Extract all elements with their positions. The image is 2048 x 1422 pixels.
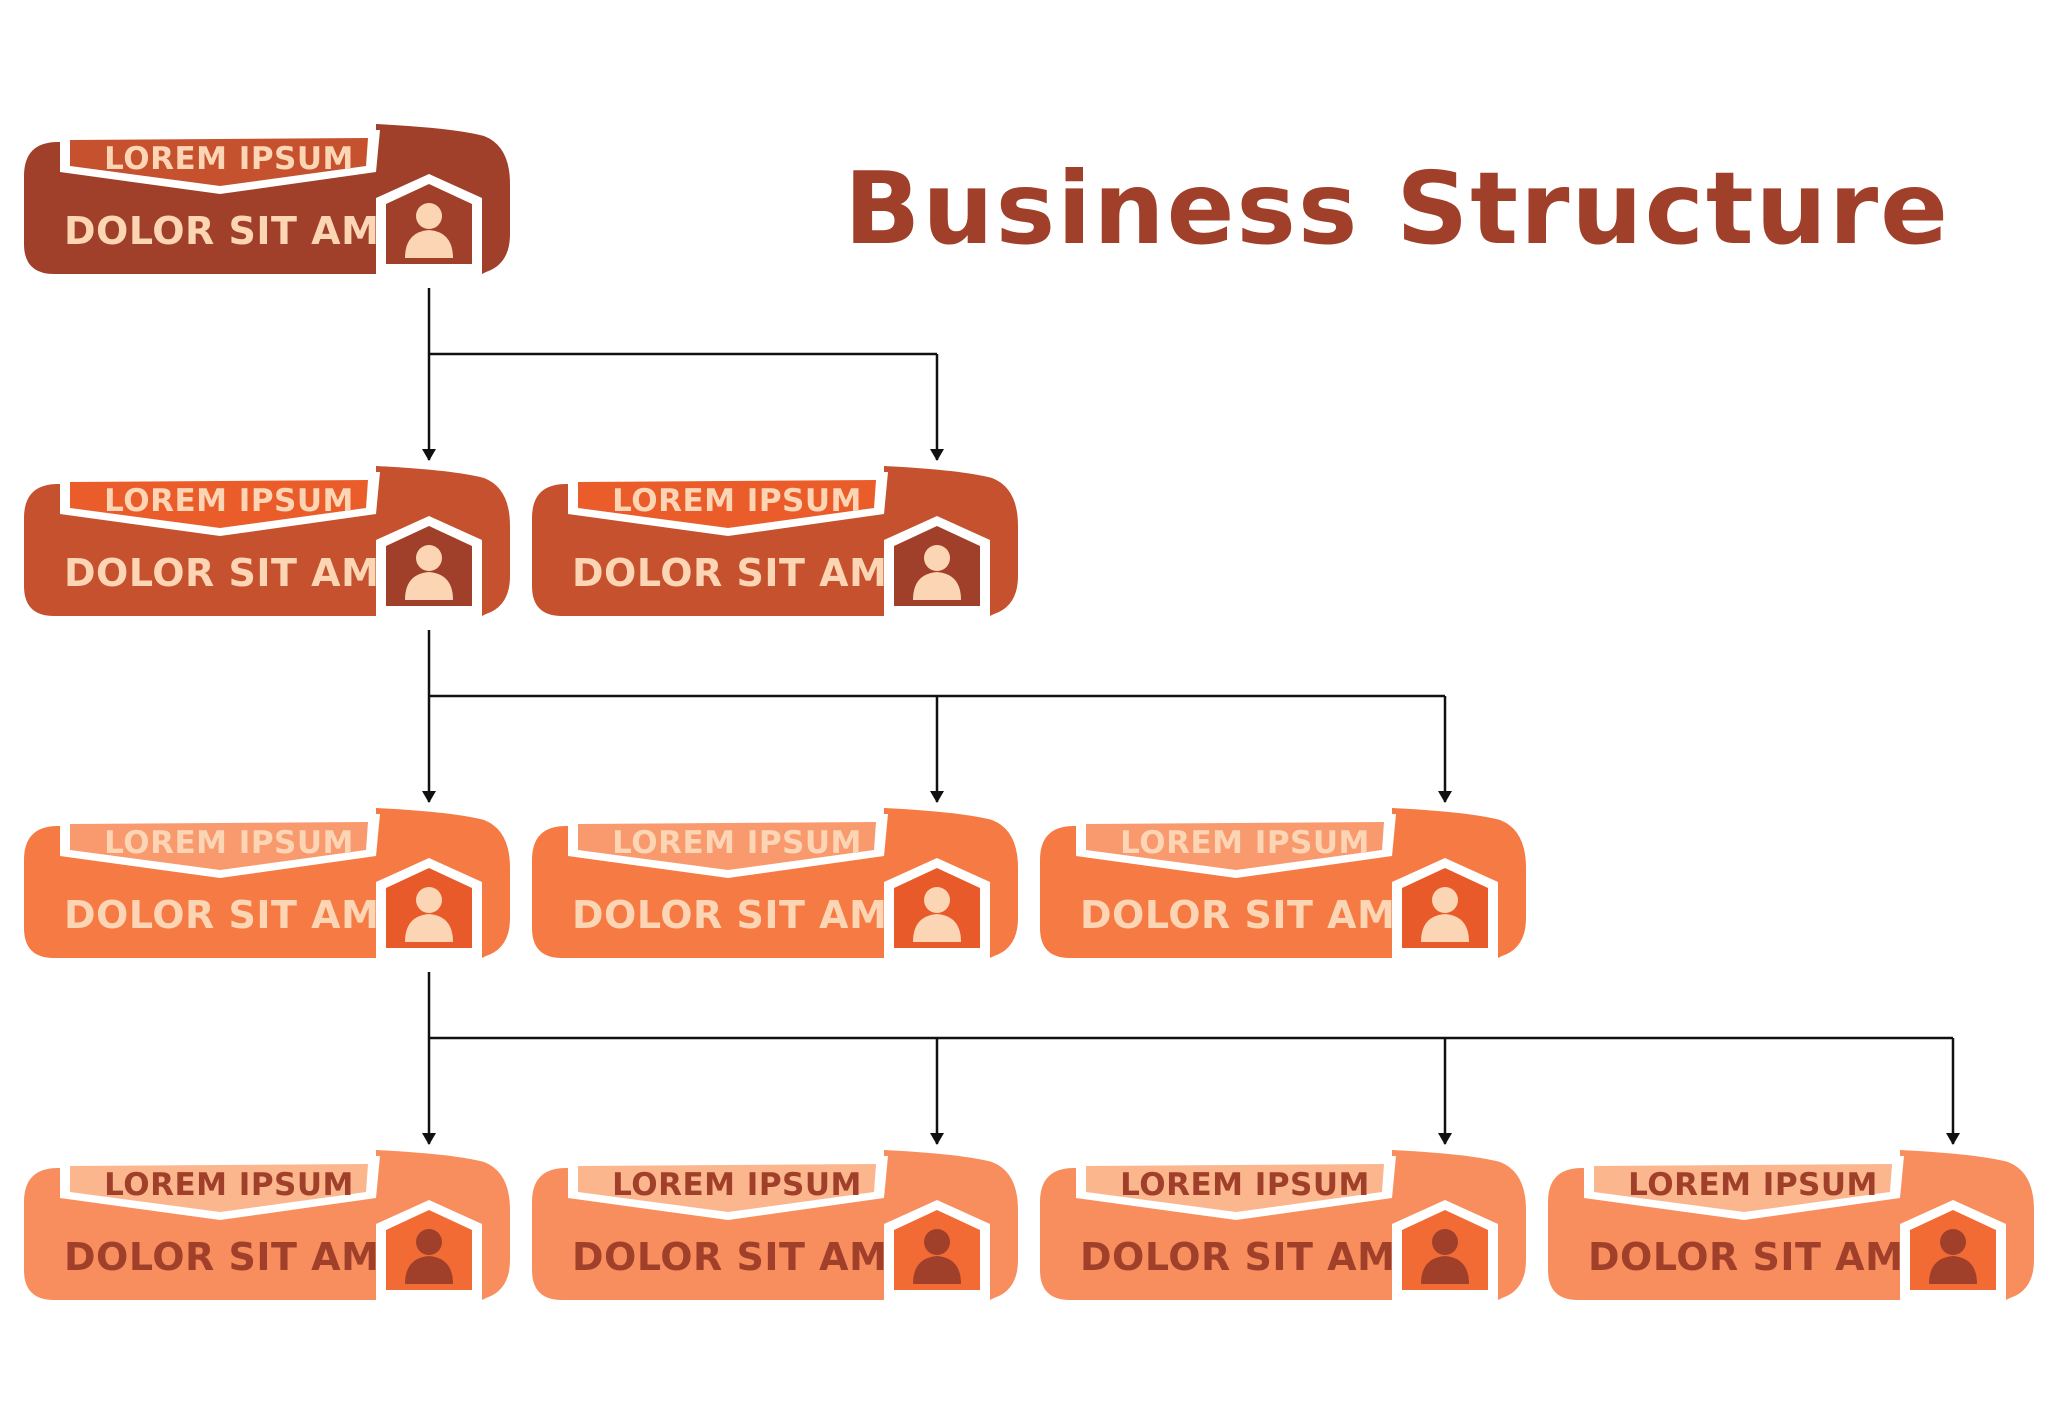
org-node-card: LOREM IPSUM DOLOR SIT AMET: [1040, 808, 1526, 958]
person-icon: [884, 516, 990, 616]
title-band: [70, 1164, 368, 1212]
org-node-card: LOREM IPSUM DOLOR SIT AMET: [532, 808, 1018, 958]
title-band: [1086, 822, 1384, 870]
card-subtitle: DOLOR SIT AMET: [64, 893, 432, 937]
card-subtitle: DOLOR SIT AMET: [1080, 893, 1448, 937]
card-title: LOREM IPSUM: [104, 141, 354, 177]
card-subtitle: DOLOR SIT AMET: [64, 1235, 432, 1279]
page-title: Business Structure: [844, 150, 1950, 267]
person-icon: [884, 858, 990, 958]
org-node-card: LOREM IPSUM DOLOR SIT AMET: [24, 124, 510, 274]
title-band: [578, 822, 876, 870]
card-subtitle: DOLOR SIT AMET: [64, 551, 432, 595]
title-band: [70, 138, 368, 186]
cards: LOREM IPSUM DOLOR SIT AMET LOREM IPSUM DOLO…: [24, 124, 2034, 1300]
person-icon: [1392, 1200, 1498, 1300]
card-subtitle: DOLOR SIT AMET: [572, 893, 940, 937]
card-title: LOREM IPSUM: [1120, 1167, 1370, 1203]
title-band: [70, 822, 368, 870]
card-title: LOREM IPSUM: [1120, 825, 1370, 861]
person-icon: [376, 516, 482, 616]
person-icon: [1392, 858, 1498, 958]
card-subtitle: DOLOR SIT AMET: [1080, 1235, 1448, 1279]
card-title: LOREM IPSUM: [104, 1167, 354, 1203]
card-subtitle: DOLOR SIT AMET: [572, 551, 940, 595]
connectors: [422, 288, 1960, 1145]
org-node-card: LOREM IPSUM DOLOR SIT AMET: [532, 466, 1018, 616]
org-node-card: LOREM IPSUM DOLOR SIT AMET: [24, 1150, 510, 1300]
person-icon: [376, 858, 482, 958]
card-title: LOREM IPSUM: [104, 483, 354, 519]
title-band: [1594, 1164, 1892, 1212]
org-node-card: LOREM IPSUM DOLOR SIT AMET: [24, 466, 510, 616]
card-title: LOREM IPSUM: [612, 1167, 862, 1203]
person-icon: [1900, 1200, 2006, 1300]
card-subtitle: DOLOR SIT AMET: [1588, 1235, 1956, 1279]
title-band: [70, 480, 368, 528]
card-subtitle: DOLOR SIT AMET: [572, 1235, 940, 1279]
card-title: LOREM IPSUM: [612, 483, 862, 519]
card-subtitle: DOLOR SIT AMET: [64, 209, 432, 253]
org-node-card: LOREM IPSUM DOLOR SIT AMET: [532, 1150, 1018, 1300]
person-icon: [376, 1200, 482, 1300]
title-band: [578, 480, 876, 528]
card-title: LOREM IPSUM: [612, 825, 862, 861]
org-node-card: LOREM IPSUM DOLOR SIT AMET: [1040, 1150, 1526, 1300]
card-title: LOREM IPSUM: [1628, 1167, 1878, 1203]
title-band: [1086, 1164, 1384, 1212]
person-icon: [884, 1200, 990, 1300]
title-band: [578, 1164, 876, 1212]
org-node-card: LOREM IPSUM DOLOR SIT AMET: [24, 808, 510, 958]
card-title: LOREM IPSUM: [104, 825, 354, 861]
person-icon: [376, 174, 482, 274]
org-node-card: LOREM IPSUM DOLOR SIT AMET: [1548, 1150, 2034, 1300]
